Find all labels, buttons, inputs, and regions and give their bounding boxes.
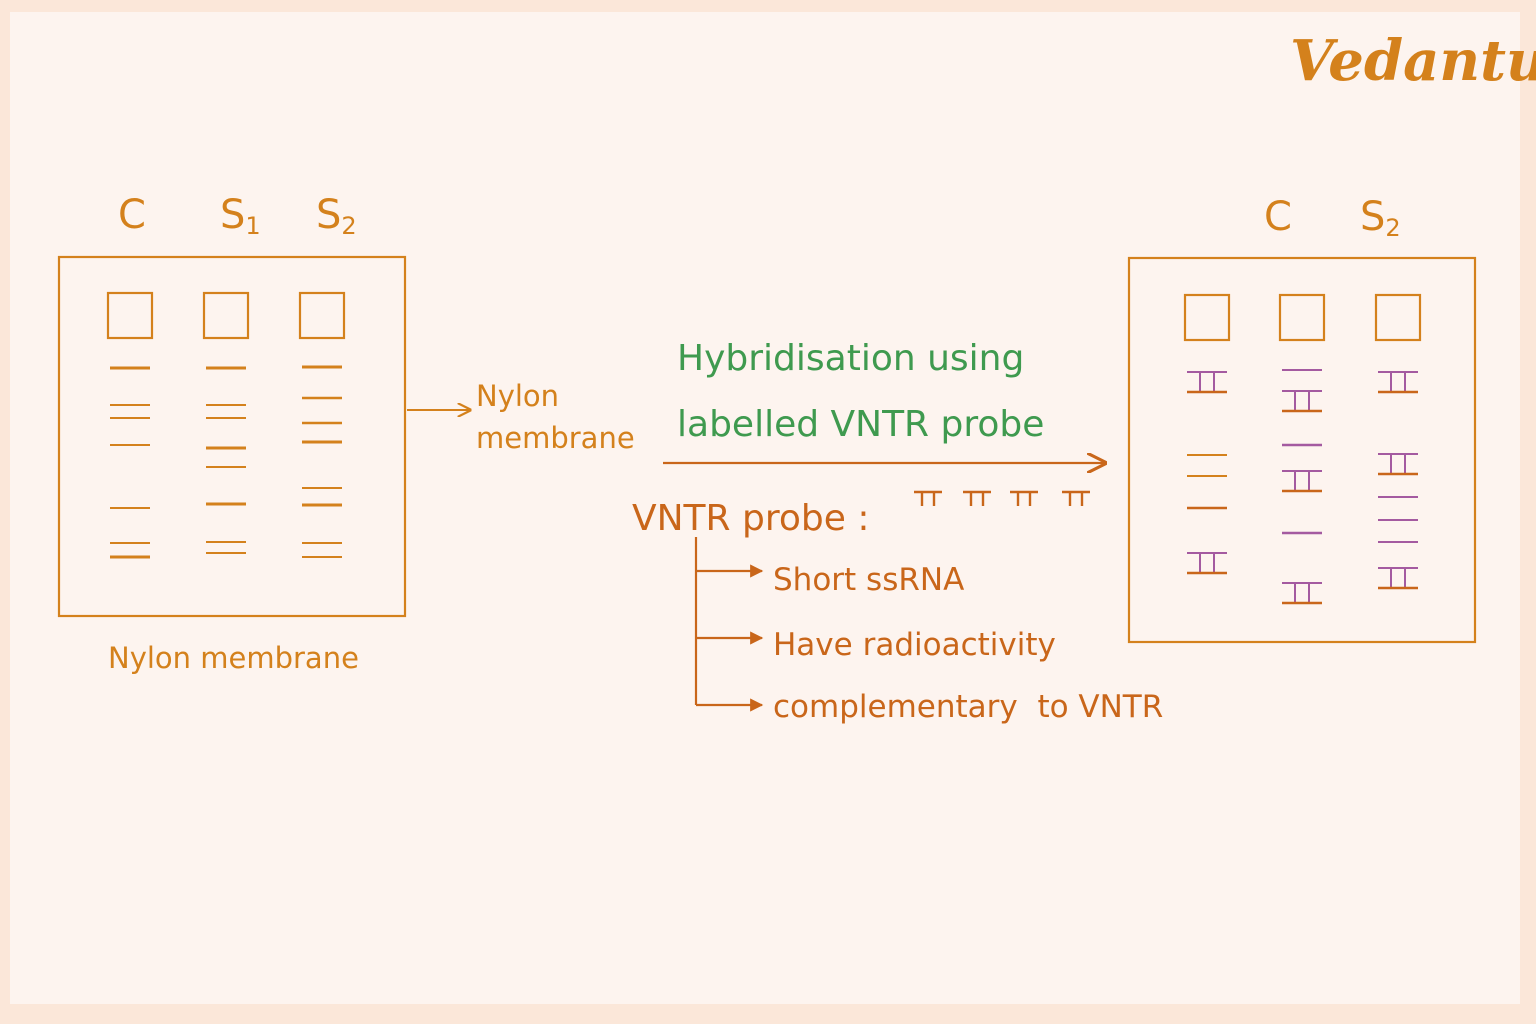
probe-symbols <box>914 490 1090 506</box>
hybridised-band <box>1282 582 1322 605</box>
probe-symbol <box>963 490 991 506</box>
left-wells <box>106 291 346 340</box>
right-lane-label-c: C <box>1264 194 1292 240</box>
hybridised-band <box>1282 390 1322 413</box>
vedantu-logo: Vedantu <box>1290 28 1536 94</box>
well-1 <box>202 291 250 340</box>
well-2 <box>298 291 346 340</box>
hybridised-band <box>1187 371 1227 394</box>
transfer-label-line2: membrane <box>476 421 635 455</box>
left-lane-label-s1: S1 <box>220 192 261 240</box>
probe-symbol <box>914 490 942 506</box>
left-membrane-caption: Nylon membrane <box>108 641 359 675</box>
probe-symbol <box>1062 490 1090 506</box>
left-bands <box>110 365 342 559</box>
hybridised-band <box>1282 470 1322 493</box>
hybridisation-line2: labelled VNTR probe <box>677 404 1044 445</box>
hybridised-band <box>1187 552 1227 575</box>
well-r2 <box>1374 293 1422 342</box>
probe-point-3: complementary to VNTR <box>773 689 1163 725</box>
probe-point-1: Short ssRNA <box>773 562 964 598</box>
right-wells <box>1183 293 1422 342</box>
hybridised-band <box>1378 567 1418 590</box>
well-0 <box>106 291 154 340</box>
right-lane-label-s2: S2 <box>1360 194 1401 242</box>
probe-symbol <box>1010 490 1038 506</box>
hybridised-band <box>1378 371 1418 394</box>
left-lane-label-s2: S2 <box>316 192 357 240</box>
transfer-label-line1: Nylon <box>476 379 559 413</box>
well-r1 <box>1278 293 1326 342</box>
hybridisation-line1: Hybridisation using <box>677 338 1024 379</box>
diagram-canvas: Vedantu C S1 S2 Nylon membrane Nylon mem… <box>10 12 1536 1004</box>
left-lane-label-c: C <box>118 192 146 238</box>
well-r0 <box>1183 293 1231 342</box>
right-bands <box>1187 369 1418 605</box>
probe-heading: VNTR probe : <box>632 498 869 539</box>
right-hybridised-membrane <box>1127 256 1477 644</box>
left-nylon-membrane <box>57 255 407 618</box>
probe-point-2: Have radioactivity <box>773 627 1056 663</box>
hybridised-band <box>1378 453 1418 476</box>
